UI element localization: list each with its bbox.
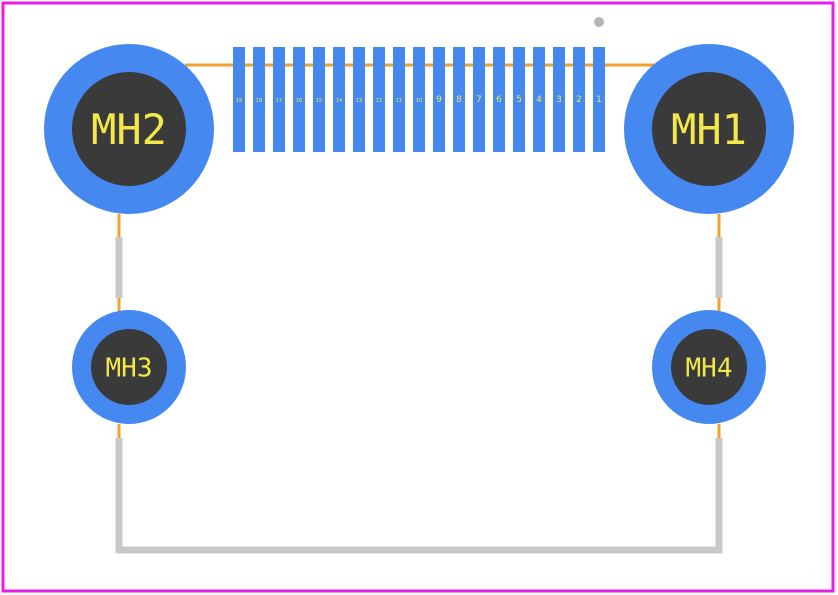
pin-pad: 9 xyxy=(433,47,445,152)
mounting-hole-label: MH3 xyxy=(106,353,153,383)
pin-pad: 3 xyxy=(553,47,565,152)
mounting-hole-drill xyxy=(652,72,766,186)
pin-number-label: 5 xyxy=(516,95,522,105)
pin-pad-shape xyxy=(333,47,345,152)
pin-pad-shape xyxy=(573,47,585,152)
pin-pad: 7 xyxy=(473,47,485,152)
pin-pad-shape xyxy=(233,47,245,152)
pin-number-label: 19 xyxy=(236,98,242,104)
pin-pad: 11 xyxy=(393,47,405,152)
pin-number-label: 1 xyxy=(596,95,602,105)
pin-pad: 16 xyxy=(293,47,305,152)
pin-pad: 10 xyxy=(413,47,425,152)
pin-number-label: 7 xyxy=(476,95,482,105)
pin-pad-shape xyxy=(513,47,525,152)
pin-pad-shape xyxy=(553,47,565,152)
pin-number-label: 15 xyxy=(316,98,322,104)
pin-pad-shape xyxy=(393,47,405,152)
pin-pad: 15 xyxy=(313,47,325,152)
pin-number-label: 18 xyxy=(256,98,262,104)
pin-pad-shape xyxy=(473,47,485,152)
pin-number-label: 12 xyxy=(376,98,382,104)
pin-pad: 12 xyxy=(373,47,385,152)
mounting-hole-mh3: MH3 xyxy=(72,310,186,424)
pin-pad: 8 xyxy=(453,47,465,152)
mounting-hole-mh2: MH2 xyxy=(44,44,214,214)
mounting-hole-label: MH4 xyxy=(686,353,733,383)
connector-pins: 19 18 17 16 15 14 13 12 11 10 9 8 7 6 5 4 3 2 1 xyxy=(233,47,605,152)
pin-number-label: 11 xyxy=(396,98,402,104)
pin-pad-shape xyxy=(593,47,605,152)
mounting-hole-drill xyxy=(671,329,747,405)
mounting-hole-label: MH1 xyxy=(671,105,747,154)
pin-pad-shape xyxy=(313,47,325,152)
pin-pad: 5 xyxy=(513,47,525,152)
pin-pad: 4 xyxy=(533,47,545,152)
pin-pad-shape xyxy=(413,47,425,152)
mounting-hole-mh4: MH4 xyxy=(652,310,766,424)
mounting-hole-mh1: MH1 xyxy=(624,44,794,214)
pin-pad: 2 xyxy=(573,47,585,152)
pin-number-label: 2 xyxy=(576,95,582,105)
pin-pad-shape xyxy=(253,47,265,152)
pin-number-label: 9 xyxy=(436,95,442,105)
courtyard-bottom xyxy=(115,438,723,554)
pin-pad-shape xyxy=(353,47,365,152)
pin-number-label: 17 xyxy=(276,98,282,104)
pin-number-label: 16 xyxy=(296,98,302,104)
mounting-hole-drill xyxy=(72,72,186,186)
pin-number-label: 3 xyxy=(556,95,562,105)
courtyard-lines xyxy=(115,237,723,554)
pin-pad: 1 xyxy=(593,47,605,152)
pin-number-label: 8 xyxy=(456,95,462,105)
pin-pad: 17 xyxy=(273,47,285,152)
pin-number-label: 6 xyxy=(496,95,502,105)
origin-marker-icon xyxy=(594,17,604,27)
pin-pad-shape xyxy=(373,47,385,152)
pin-number-label: 4 xyxy=(536,95,542,105)
pin-pad-shape xyxy=(453,47,465,152)
pin-pad-shape xyxy=(273,47,285,152)
pin-pad-shape xyxy=(533,47,545,152)
pin-pad: 18 xyxy=(253,47,265,152)
mounting-hole-label: MH2 xyxy=(91,105,167,154)
pin-pad-shape xyxy=(433,47,445,152)
pin-pad: 13 xyxy=(353,47,365,152)
pin-pad-shape xyxy=(293,47,305,152)
mounting-hole-drill xyxy=(91,329,167,405)
pin-pad: 6 xyxy=(493,47,505,152)
pin-number-label: 13 xyxy=(356,98,362,104)
pin-pad: 14 xyxy=(333,47,345,152)
pin-number-label: 14 xyxy=(336,98,342,104)
pin-pad: 19 xyxy=(233,47,245,152)
pin-number-label: 10 xyxy=(416,98,422,104)
pin-pad-shape xyxy=(493,47,505,152)
